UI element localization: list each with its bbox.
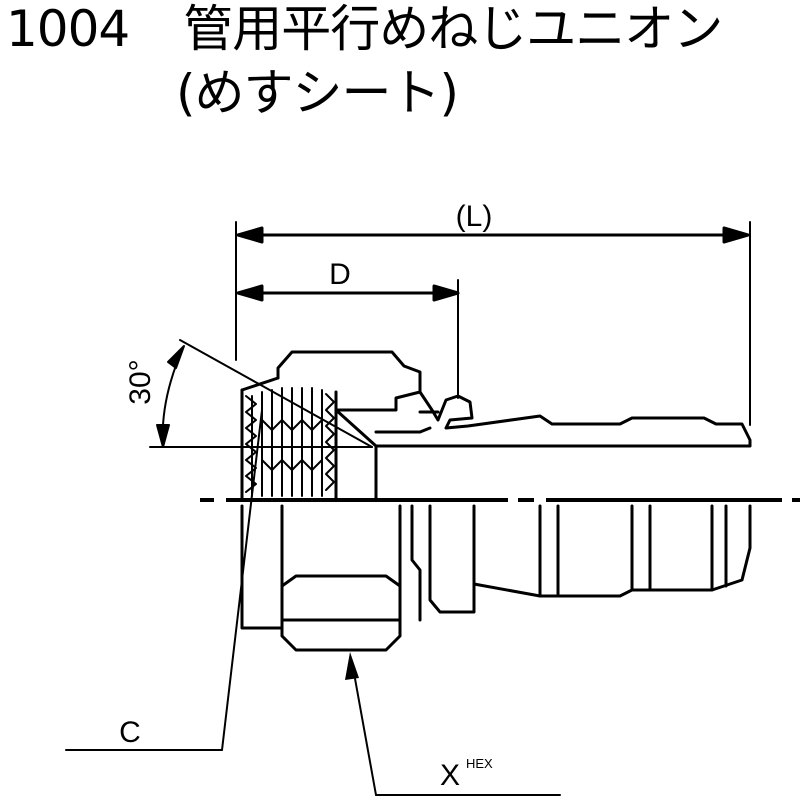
depth-dimension <box>236 284 460 302</box>
hex-label: X <box>440 759 460 792</box>
nut-section <box>240 350 422 502</box>
hex-label-superscript: HEX <box>466 756 493 771</box>
part-name-line1: 管用平行めねじユニオン <box>183 0 723 58</box>
thread-label: C <box>119 716 141 749</box>
length-dimension <box>236 226 750 244</box>
hex-nut-view <box>240 504 402 652</box>
part-name-line2: (めすシート) <box>176 64 459 122</box>
angle-label: 30° <box>124 359 157 404</box>
drawing-title: 1004 管用平行めねじユニオン <box>6 0 723 58</box>
depth-label: D <box>329 258 351 291</box>
length-label: (L) <box>456 200 493 233</box>
part-code: 1004 <box>6 0 130 58</box>
hex-leader <box>345 652 561 796</box>
body-lower-half <box>398 504 752 622</box>
extension-lines <box>235 221 751 426</box>
body-upper-half <box>374 390 752 448</box>
thread-section <box>245 387 335 497</box>
thread-leader <box>65 409 263 751</box>
